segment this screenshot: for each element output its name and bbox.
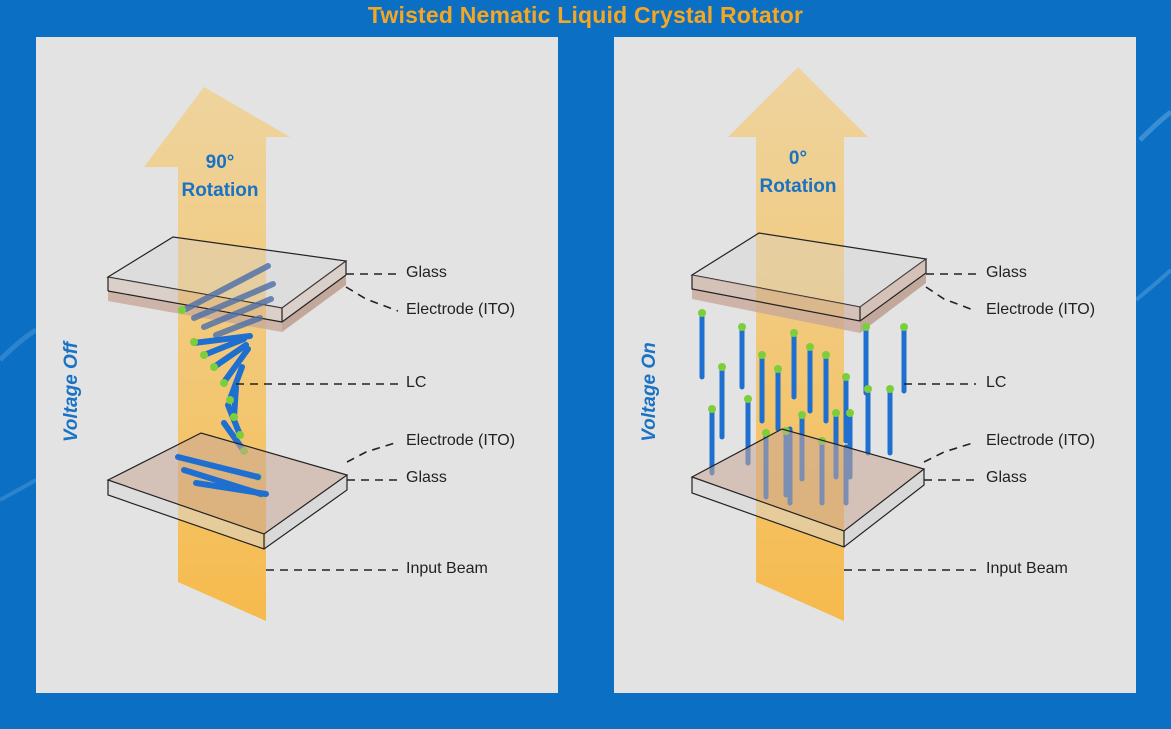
lc-tips — [698, 309, 908, 445]
label-lc: LC — [986, 374, 1007, 391]
bottom-glass-plate — [690, 428, 926, 548]
rotation-label-90: 90° Rotation — [160, 149, 280, 205]
leader-lines — [844, 273, 977, 571]
voltage-off-panel: 90° Rotation Voltage Off Glass Electrode… — [36, 37, 558, 693]
lc-molecules-top — [183, 263, 276, 338]
label-glass-top: Glass — [406, 264, 447, 281]
rotation-text: Rotation — [759, 176, 837, 197]
diagram-title: Twisted Nematic Liquid Crystal Rotator — [367, 2, 804, 28]
label-glass-bottom: Glass — [406, 469, 447, 486]
leader-lines — [236, 273, 399, 571]
label-glass-bottom: Glass — [986, 469, 1027, 486]
voltage-off-label: Voltage Off — [61, 341, 82, 443]
label-input-beam: Input Beam — [406, 560, 488, 577]
rotation-degree: 0° — [788, 148, 808, 169]
rotation-degree: 90° — [205, 152, 235, 173]
label-electrode-top: Electrode (ITO) — [986, 301, 1096, 318]
rotation-label-0: 0° Rotation — [738, 145, 858, 201]
top-glass-plate — [690, 232, 928, 333]
rotation-text: Rotation — [181, 180, 259, 201]
bottom-glass-plate — [106, 432, 349, 550]
voltage-on-label: Voltage On — [639, 342, 660, 442]
voltage-off-illustration — [106, 37, 399, 621]
label-lc: LC — [406, 374, 427, 391]
label-electrode-bottom: Electrode (ITO) — [406, 432, 516, 449]
label-glass-top: Glass — [986, 264, 1027, 281]
voltage-on-panel: 0° Rotation Voltage On Glass Electrode (… — [614, 37, 1136, 693]
beam-arrow — [178, 37, 231, 82]
label-input-beam: Input Beam — [986, 560, 1068, 577]
voltage-on-illustration — [690, 67, 977, 621]
label-electrode-bottom: Electrode (ITO) — [986, 432, 1096, 449]
lc-molecules-bottom — [175, 454, 269, 497]
label-electrode-top: Electrode (ITO) — [406, 301, 516, 318]
